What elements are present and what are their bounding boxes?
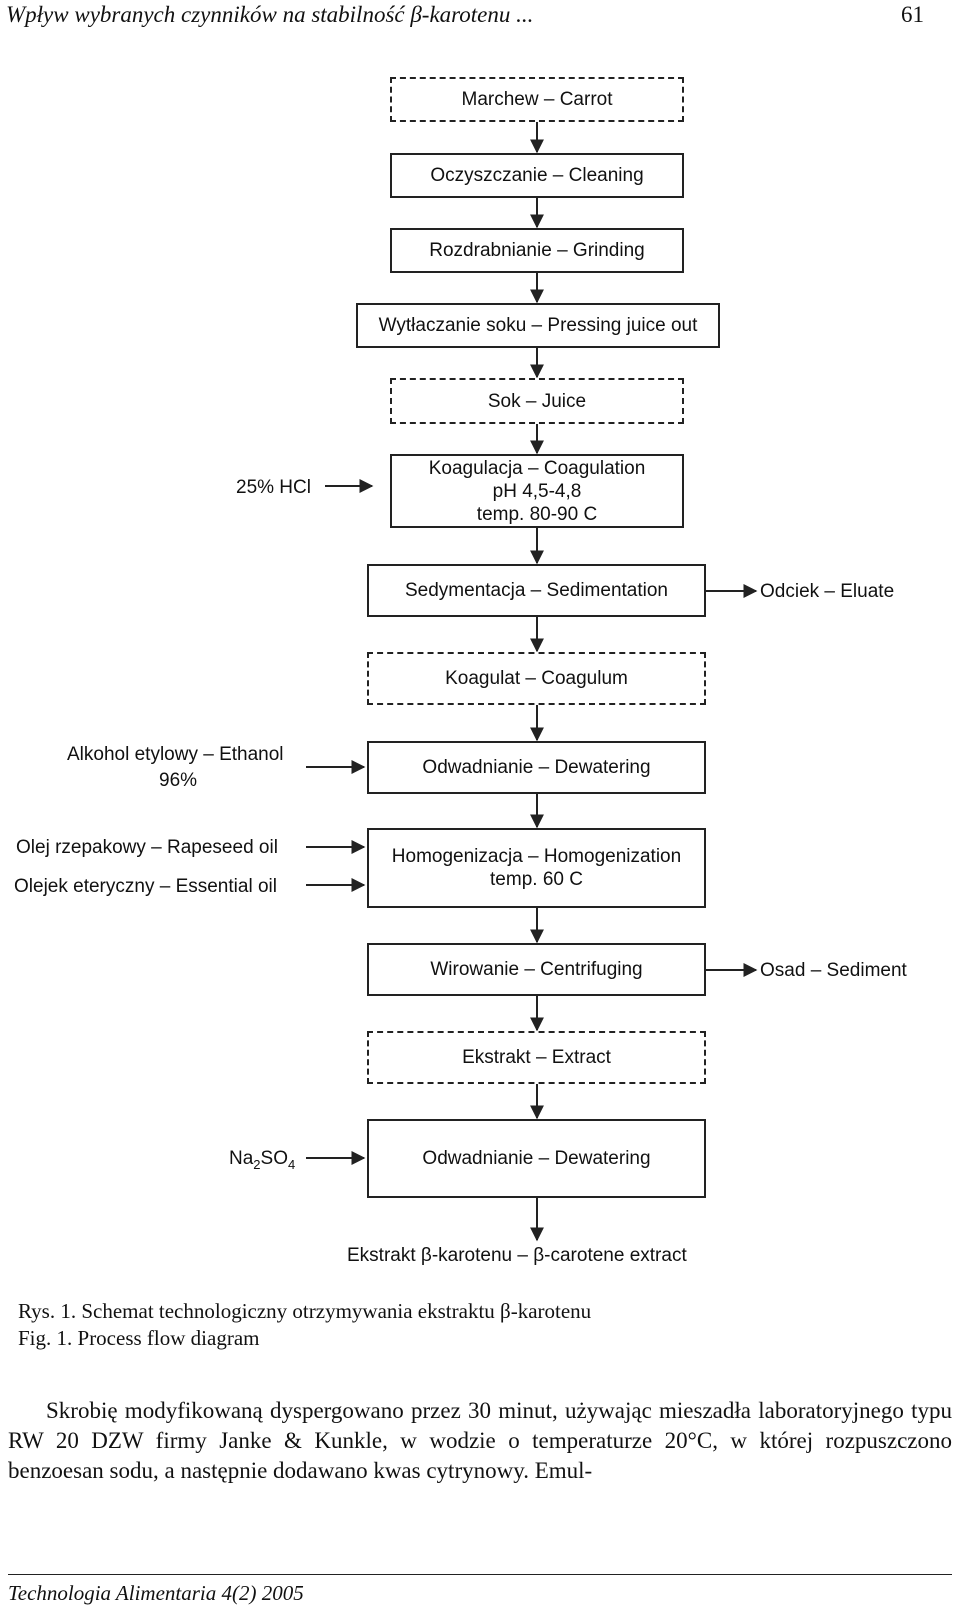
input-essential-oil: Olejek eteryczny – Essential oil — [14, 876, 277, 897]
final-product-label: Ekstrakt β-karotenu – β-carotene extract — [347, 1245, 687, 1266]
step-pressing-label: Wytłaczanie soku – Pressing juice out — [378, 315, 698, 336]
step-homogenization: Homogenizacja – Homogenization temp. 60 … — [367, 828, 706, 908]
coagulation-ph: pH 4,5-4,8 — [492, 480, 582, 502]
output-sediment: Osad – Sediment — [760, 960, 907, 981]
step-carrot: Marchew – Carrot — [390, 77, 684, 122]
page-number: 61 — [901, 2, 924, 27]
figure-caption-en: Fig. 1. Process flow diagram — [18, 1326, 260, 1350]
step-extract-label: Ekstrakt – Extract — [462, 1047, 611, 1068]
coagulation-temp: temp. 80-90 C — [476, 503, 598, 525]
input-rapeseed-oil: Olej rzepakowy – Rapeseed oil — [16, 837, 278, 858]
homogenization-temp: temp. 60 C — [490, 869, 583, 890]
running-footer: Technologia Alimentaria 4(2) 2005 — [8, 1581, 304, 1605]
step-centrifuging: Wirowanie – Centrifuging — [367, 943, 706, 996]
step-dewatering-1: Odwadnianie – Dewatering — [367, 741, 706, 794]
output-eluate: Odciek – Eluate — [760, 581, 895, 602]
flow-arrows — [306, 122, 758, 1242]
figure-caption-pl: Rys. 1. Schemat technologiczny otrzymywa… — [18, 1299, 592, 1323]
input-na2so4: Na2SO4 — [229, 1148, 296, 1172]
step-carrot-label: Marchew – Carrot — [461, 89, 613, 110]
step-cleaning-label: Oczyszczanie – Cleaning — [430, 165, 644, 186]
homogenization-label: Homogenizacja – Homogenization — [391, 846, 682, 867]
step-cleaning: Oczyszczanie – Cleaning — [390, 153, 684, 198]
body-paragraph: Skrobię modyfikowaną dyspergowano przez … — [8, 1396, 952, 1486]
coagulation-label: Koagulacja – Coagulation — [428, 457, 646, 479]
step-grinding: Rozdrabnianie – Grinding — [390, 228, 684, 273]
step-coagulum-label: Koagulat – Coagulum — [445, 668, 628, 689]
step-sedimentation-label: Sedymentacja – Sedimentation — [405, 580, 668, 601]
input-ethanol: Alkohol etylowy – Ethanol — [67, 744, 284, 765]
step-juice: Sok – Juice — [390, 378, 684, 424]
step-dewatering-2: Odwadnianie – Dewatering — [367, 1119, 706, 1198]
input-ethanol-concentration: 96% — [159, 770, 198, 791]
input-hcl: 25% HCl — [236, 477, 311, 498]
step-coagulation: Koagulacja – Coagulation pH 4,5-4,8 temp… — [390, 454, 684, 528]
step-dewatering-1-label: Odwadnianie – Dewatering — [422, 757, 651, 778]
step-juice-label: Sok – Juice — [487, 390, 587, 412]
step-coagulum: Koagulat – Coagulum — [367, 652, 706, 705]
step-dewatering-2-label: Odwadnianie – Dewatering — [422, 1148, 651, 1169]
step-sedimentation: Sedymentacja – Sedimentation — [367, 564, 706, 617]
running-header: Wpływ wybranych czynników na stabilność … — [6, 2, 534, 27]
step-centrifuging-label: Wirowanie – Centrifuging — [430, 959, 643, 980]
footer-rule — [8, 1574, 952, 1575]
body-paragraph-text: Skrobię modyfikowaną dyspergowano przez … — [8, 1398, 952, 1483]
step-extract: Ekstrakt – Extract — [367, 1031, 706, 1084]
step-grinding-label: Rozdrabnianie – Grinding — [429, 240, 645, 261]
step-pressing: Wytłaczanie soku – Pressing juice out — [356, 303, 720, 348]
